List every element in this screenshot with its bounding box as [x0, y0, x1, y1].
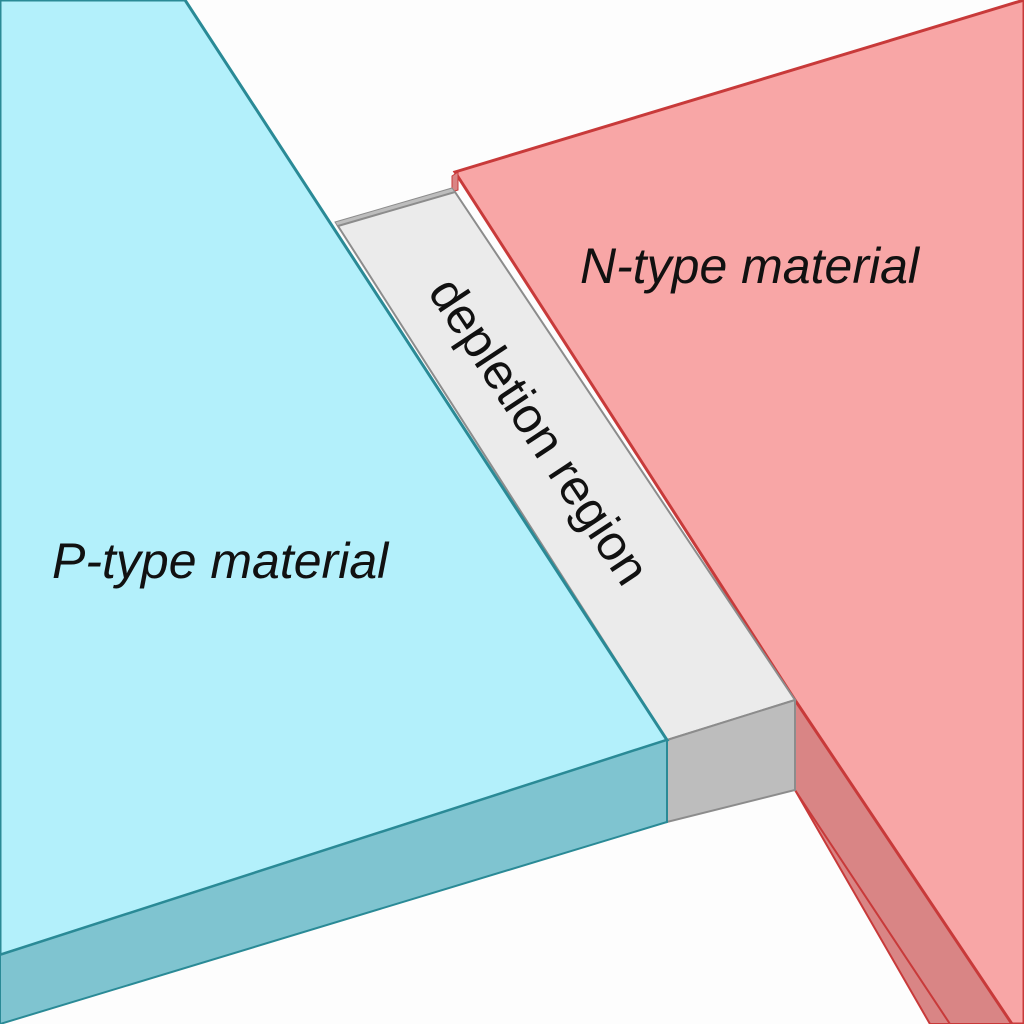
p-type-side-face: [0, 738, 668, 1024]
p-type-slab: [0, 0, 670, 1024]
p-type-label: P-type material: [52, 533, 390, 589]
depletion-region-block: [334, 187, 797, 824]
n-type-slab: [451, 0, 1024, 1024]
n-type-label: N-type material: [580, 238, 921, 294]
n-type-back-edge: [451, 171, 459, 193]
n-type-top-face: [452, 0, 1024, 1024]
